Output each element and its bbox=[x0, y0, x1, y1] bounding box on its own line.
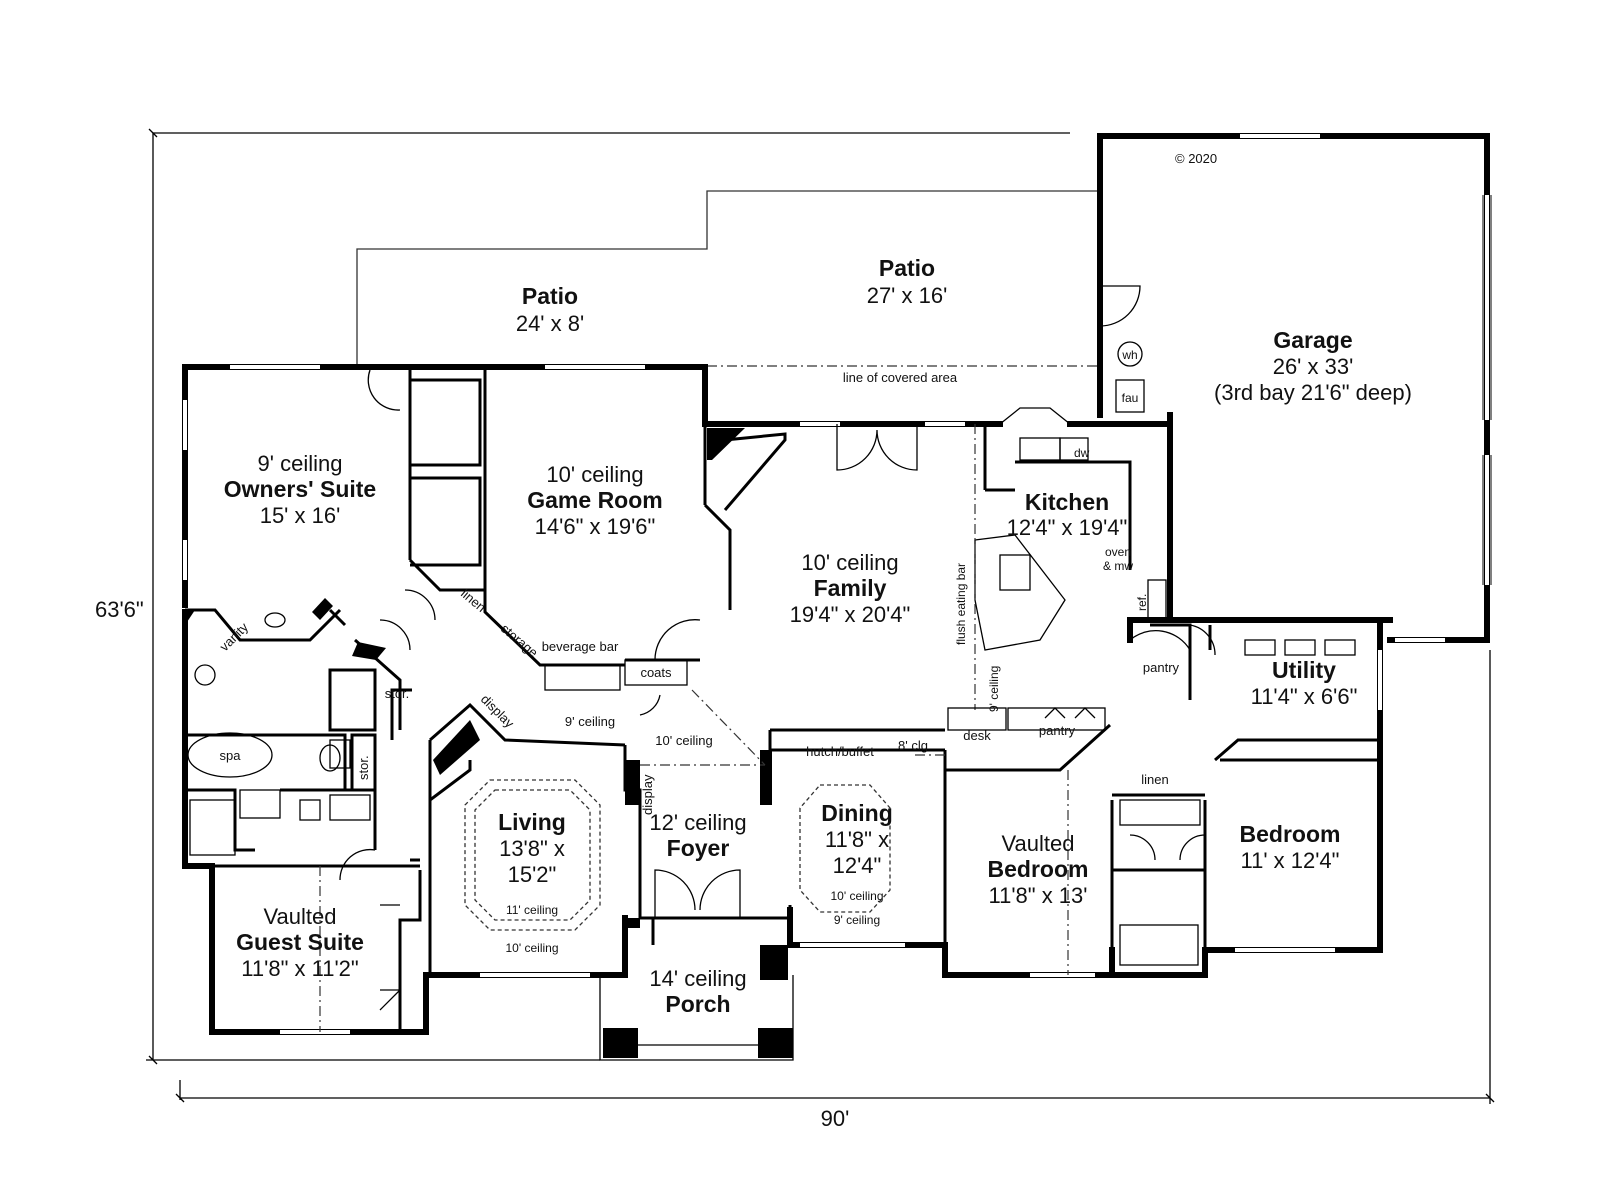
beverage-bar-label: beverage bar bbox=[542, 639, 619, 654]
desk-label: desk bbox=[963, 728, 991, 743]
hall-ceiling9-label: 9' ceiling bbox=[565, 714, 615, 729]
bedroom-size: 11' x 12'4" bbox=[1241, 848, 1340, 873]
family-name: Family bbox=[814, 575, 887, 601]
dining-size-1: 11'8" x bbox=[825, 827, 889, 852]
living-ceiling-outer: 10' ceiling bbox=[506, 941, 559, 955]
kitchen-name: Kitchen bbox=[1025, 489, 1109, 515]
interior-walls bbox=[185, 370, 1380, 1032]
foyer-ceiling: 12' ceiling bbox=[649, 810, 746, 835]
oven-label-2: & mw bbox=[1103, 559, 1133, 573]
living-ceiling-inner: 11' ceiling bbox=[506, 903, 558, 917]
dining-ceiling-outer: 9' ceiling bbox=[834, 913, 880, 927]
ceiling-octagons bbox=[464, 779, 891, 931]
family-size: 19'4" x 20'4" bbox=[790, 602, 911, 627]
flush-bar-label: flush eating bar bbox=[954, 563, 968, 645]
owners-name: Owners' Suite bbox=[224, 476, 376, 502]
stor-label-1: stor. bbox=[385, 686, 410, 701]
stor-label-2: stor. bbox=[356, 755, 371, 780]
spa-label: spa bbox=[220, 748, 242, 763]
pantry-lower-label: pantry bbox=[1039, 723, 1076, 738]
patio-outline bbox=[356, 190, 1100, 367]
porch-outline bbox=[599, 975, 794, 1061]
hall-fixtures bbox=[319, 424, 1206, 1032]
covered-area-note: line of covered area bbox=[843, 370, 958, 385]
guest-name: Guest Suite bbox=[236, 929, 364, 955]
foyer-name: Foyer bbox=[667, 835, 730, 861]
wh-label: wh bbox=[1121, 348, 1137, 362]
owners-size: 15' x 16' bbox=[260, 503, 341, 528]
ref-label: ref. bbox=[1135, 594, 1149, 611]
vaulted-bedroom-ceiling: Vaulted bbox=[1002, 831, 1075, 856]
guest-ceiling: Vaulted bbox=[264, 904, 337, 929]
garage-name: Garage bbox=[1273, 327, 1352, 353]
utility-name: Utility bbox=[1272, 657, 1336, 683]
patio-left-size: 24' x 8' bbox=[516, 311, 584, 336]
game-ceiling: 10' ceiling bbox=[546, 462, 643, 487]
depth-dimension: 63'6" bbox=[95, 597, 144, 622]
family-ceiling: 10' ceiling bbox=[801, 550, 898, 575]
game-size: 14'6" x 19'6" bbox=[535, 514, 656, 539]
copyright-text: © 2020 bbox=[1175, 151, 1217, 166]
dining-size-2: 12'4" bbox=[833, 853, 882, 878]
dimension-lines bbox=[146, 128, 1495, 1104]
hutch-label: hutch/buffet bbox=[806, 744, 874, 759]
owners-ceiling: 9' ceiling bbox=[258, 451, 343, 476]
living-size-1: 13'8" x bbox=[499, 836, 565, 861]
pantry-kitchen-label: pantry bbox=[1143, 660, 1180, 675]
patio-right-size: 27' x 16' bbox=[867, 283, 948, 308]
linen-bath-label: linen bbox=[1141, 772, 1168, 787]
porch-ceiling: 14' ceiling bbox=[649, 966, 746, 991]
garage-size: 26' x 33' bbox=[1273, 354, 1354, 379]
bedroom-name: Bedroom bbox=[1240, 821, 1341, 847]
vaulted-bedroom-size: 11'8" x 13' bbox=[989, 883, 1088, 908]
ceiling9-kitchen-label: 9' ceiling bbox=[987, 666, 1001, 712]
garage-note: (3rd bay 21'6" deep) bbox=[1214, 380, 1412, 405]
house-walls bbox=[182, 364, 1383, 1035]
oven-label-1: oven bbox=[1105, 545, 1131, 559]
porch-name: Porch bbox=[665, 991, 730, 1017]
coats-label: coats bbox=[640, 665, 672, 680]
storage-label: storage bbox=[498, 621, 541, 660]
game-name: Game Room bbox=[527, 487, 662, 513]
patio-left-name: Patio bbox=[522, 283, 578, 309]
width-dimension: 90' bbox=[821, 1106, 850, 1131]
dining-name: Dining bbox=[821, 800, 893, 826]
kitchen-size: 12'4" x 19'4" bbox=[1007, 515, 1128, 540]
fau-label: fau bbox=[1122, 391, 1139, 405]
guest-size: 11'8" x 11'2" bbox=[241, 956, 358, 981]
utility-size: 11'4" x 6'6" bbox=[1251, 684, 1358, 709]
solid-columns bbox=[185, 428, 793, 1058]
dining-ceiling-inner: 10' ceiling bbox=[831, 889, 884, 903]
hall-ceiling10-label: 10' ceiling bbox=[655, 733, 712, 748]
vaulted-bedroom-name: Bedroom bbox=[988, 856, 1089, 882]
living-name: Living bbox=[498, 809, 566, 835]
kitchen-fixtures bbox=[947, 424, 1356, 731]
display-label-1: display bbox=[478, 692, 518, 732]
patio-right-name: Patio bbox=[879, 255, 935, 281]
living-size-2: 15'2" bbox=[508, 862, 557, 887]
vanity-label: vanity bbox=[217, 619, 252, 654]
display-label-2: display bbox=[640, 774, 655, 815]
bath-fixtures bbox=[187, 369, 436, 1011]
clg8-label: 8' clg bbox=[898, 738, 928, 753]
dw-label: dw bbox=[1074, 446, 1090, 460]
